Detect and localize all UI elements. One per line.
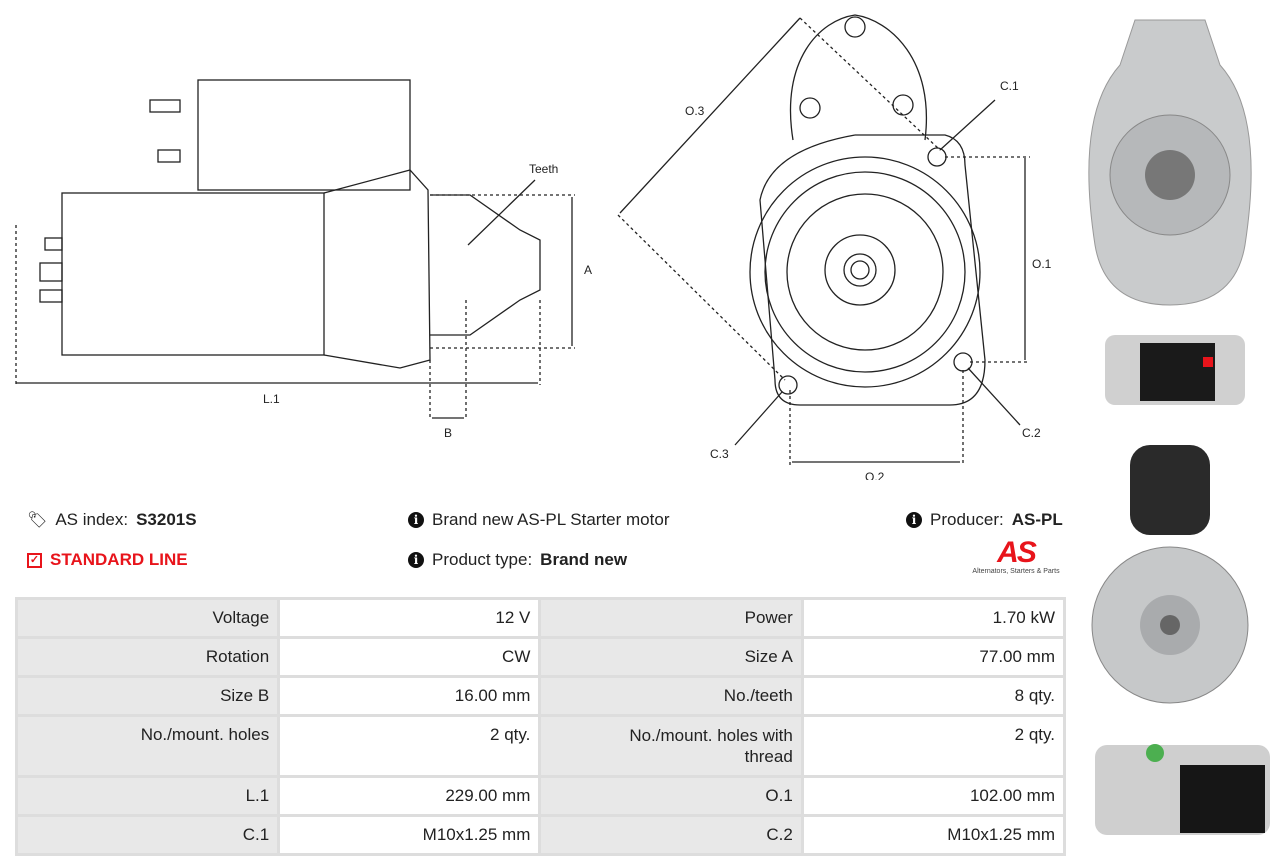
spec-label: Power [538, 597, 804, 639]
photo-side-1 [1105, 335, 1245, 405]
label-b: B [444, 426, 452, 440]
spec-value: 2 qty. [277, 714, 542, 778]
producer: i Producer: AS-PL [906, 510, 1063, 530]
label-c1: C.1 [1000, 79, 1019, 93]
spec-label: No./mount. holes with thread [538, 714, 804, 778]
spec-label: Rotation [14, 636, 281, 678]
spec-label: C.1 [14, 814, 281, 856]
spec-value: 1.70 kW [800, 597, 1067, 639]
as-index: 🏷 AS index: S3201S [27, 510, 197, 530]
spec-value: M10x1.25 mm [277, 814, 542, 856]
line-label: STANDARD LINE [50, 550, 188, 569]
spec-value: CW [277, 636, 542, 678]
spec-label: Size A [538, 636, 804, 678]
product-photos [1088, 19, 1270, 835]
spec-label: No./mount. holes [14, 714, 281, 778]
description: i Brand new AS-PL Starter motor [408, 510, 669, 530]
spec-label: L.1 [14, 775, 281, 817]
producer-value: AS-PL [1011, 510, 1063, 529]
info-icon: i [408, 552, 424, 568]
logo-mark: AS [997, 536, 1037, 569]
description-text: Brand new AS-PL Starter motor [432, 510, 670, 529]
product-type-label: Product type: [432, 550, 533, 569]
label-teeth: Teeth [529, 162, 558, 176]
spec-value: 77.00 mm [800, 636, 1067, 678]
label-o1: O.1 [1032, 257, 1052, 271]
spec-label: No./teeth [538, 675, 804, 717]
info-icon: i [408, 512, 424, 528]
spec-label: Size B [14, 675, 281, 717]
spec-value: M10x1.25 mm [800, 814, 1067, 856]
label-l1: L.1 [263, 392, 280, 406]
as-index-label: AS index: [55, 510, 129, 529]
label-o3: O.3 [685, 104, 705, 118]
standard-line-badge: ✓ STANDARD LINE [27, 550, 188, 570]
spec-label: Voltage [14, 597, 281, 639]
photo-front [1088, 19, 1252, 306]
product-type: i Product type: Brand new [408, 550, 627, 570]
spec-value: 2 qty. [800, 714, 1067, 778]
checkbox-icon: ✓ [27, 552, 42, 568]
side-view-drawing [15, 79, 575, 420]
spec-value: 12 V [277, 597, 542, 639]
label-o2: O.2 [865, 470, 885, 480]
tags-icon: 🏷 [27, 512, 48, 529]
spec-value: 102.00 mm [800, 775, 1067, 817]
front-view-drawing [617, 14, 1030, 465]
label-c2: C.2 [1022, 426, 1041, 440]
spec-label: C.2 [538, 814, 804, 856]
label-c3: C.3 [710, 447, 729, 461]
info-icon: i [906, 512, 922, 528]
technical-drawing: Teeth A L.1 B C.1 O.1 C.2 O.2 C.3 O.3 [15, 14, 1052, 480]
spec-value: 8 qty. [800, 675, 1067, 717]
product-type-value: Brand new [540, 550, 628, 569]
label-a: A [584, 263, 592, 277]
logo-tagline: Alternators, Starters & Parts [972, 568, 1060, 575]
spec-label: O.1 [538, 775, 804, 817]
as-pl-logo: AS Alternators, Starters & Parts [966, 536, 1066, 576]
spec-value: 229.00 mm [277, 775, 542, 817]
producer-label: Producer: [930, 510, 1004, 529]
photo-side-2 [1095, 744, 1270, 835]
spec-value: 16.00 mm [277, 675, 542, 717]
as-index-value: S3201S [136, 510, 197, 529]
photo-rear [1091, 445, 1249, 704]
